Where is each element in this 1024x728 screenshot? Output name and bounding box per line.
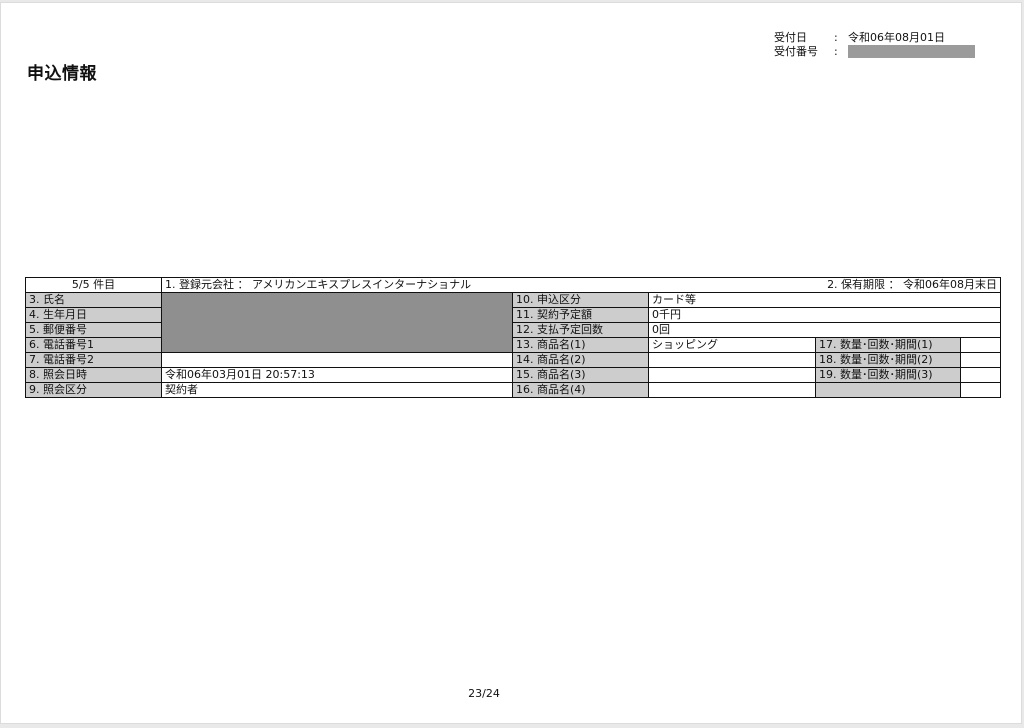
record-summary-cell: 1. 登録元会社 ： アメリカンエキスプレスインターナショナル 2. 保有期限 … [160, 277, 1002, 293]
registrar: 1. 登録元会社 ： アメリカンエキスプレスインターナショナル [165, 278, 472, 292]
page-title: 申込情報 [27, 64, 97, 84]
field-value [161, 352, 513, 368]
redacted-personal-info [161, 292, 513, 353]
field-label: 3. 氏名 [25, 292, 162, 308]
field-value [648, 352, 816, 368]
field-label: 18. 数量･回数･期間(2) [815, 352, 961, 368]
receipt-meta: 受付日 : 令和06年08月01日 受付番号 : [774, 30, 975, 58]
table-row: 7. 電話番号2 14. 商品名(2) 18. 数量･回数･期間(2) [25, 352, 1002, 368]
field-label: 19. 数量･回数･期間(3) [815, 367, 961, 383]
receipt-number-row: 受付番号 : [774, 44, 975, 58]
received-date-label: 受付日 [774, 30, 807, 44]
table-row: 6. 電話番号1 13. 商品名(1) ショッピング 17. 数量･回数･期間(… [25, 337, 1002, 353]
field-value [959, 337, 1002, 353]
field-value: カード等 [647, 292, 1002, 308]
table-row: 8. 照会日時 令和06年03月01日 20:57:13 15. 商品名(3) … [25, 367, 1002, 383]
colon: : [834, 30, 838, 44]
field-label: 5. 郵便番号 [25, 322, 162, 338]
field-value [959, 352, 1002, 368]
field-label: 8. 照会日時 [25, 367, 162, 383]
table-row: 5. 郵便番号 12. 支払予定回数 0回 [25, 322, 1002, 338]
field-value [648, 382, 816, 398]
field-label: 15. 商品名(3) [512, 367, 649, 383]
field-value: ショッピング [648, 337, 816, 353]
inquiry-datetime: 令和06年03月01日 20:57:13 [161, 367, 513, 383]
field-label: 13. 商品名(1) [512, 337, 649, 353]
colon: : [834, 44, 838, 58]
table-header-row: 5/5 件目 1. 登録元会社 ： アメリカンエキスプレスインターナショナル 2… [25, 277, 1002, 293]
application-info-table: 5/5 件目 1. 登録元会社 ： アメリカンエキスプレスインターナショナル 2… [25, 277, 1002, 398]
table-row: 3. 氏名 10. 申込区分 カード等 [25, 292, 1002, 353]
field-label: 14. 商品名(2) [512, 352, 649, 368]
empty-label-cell [815, 382, 961, 398]
field-label: 17. 数量･回数･期間(1) [815, 337, 961, 353]
field-label: 7. 電話番号2 [25, 352, 162, 368]
page-number: 23/24 [468, 687, 500, 700]
field-value: 0回 [647, 322, 1002, 338]
field-label: 16. 商品名(4) [512, 382, 649, 398]
received-date-row: 受付日 : 令和06年08月01日 [774, 30, 975, 44]
record-count: 5/5 件目 [25, 277, 162, 293]
field-label: 11. 契約予定額 [512, 307, 649, 323]
inquiry-type: 契約者 [161, 382, 513, 398]
field-label: 6. 電話番号1 [25, 337, 162, 353]
field-label: 4. 生年月日 [25, 307, 162, 323]
field-value [648, 367, 816, 383]
field-value [959, 382, 1002, 398]
receipt-number-label: 受付番号 [774, 44, 818, 58]
field-label: 9. 照会区分 [25, 382, 162, 398]
field-label: 12. 支払予定回数 [512, 322, 649, 338]
field-value [959, 367, 1002, 383]
table-row: 9. 照会区分 契約者 16. 商品名(4) [25, 382, 1002, 398]
received-date-value: 令和06年08月01日 [848, 30, 945, 44]
field-label: 10. 申込区分 [512, 292, 649, 308]
field-value: 0千円 [647, 307, 1002, 323]
redacted-receipt-number [848, 44, 975, 58]
retention-period: 2. 保有期限 ： 令和06年08月末日 [827, 278, 998, 292]
